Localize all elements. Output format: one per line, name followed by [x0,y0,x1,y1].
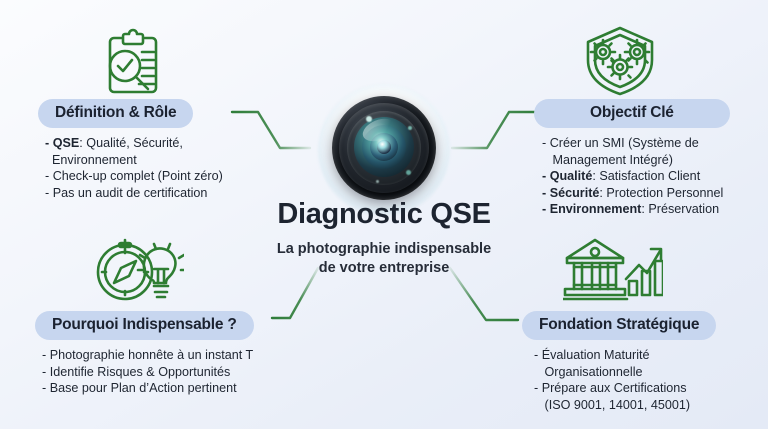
page-title: Diagnostic QSE [277,198,491,230]
quadrant-fondation: Fondation Stratégique - Évaluation Matur… [522,311,717,413]
list-item: Organisationnelle [534,364,643,379]
bullet-list-definition: - QSE: Qualité, Sécurité, Environnement … [45,135,223,201]
bullet-list-objectif: - Créer un SMI (Système de Management In… [542,135,730,218]
quadrant-title-definition[interactable]: Définition & Rôle [38,99,194,128]
bullet-lead: - Environnement [542,202,642,216]
list-item: - Photographie honnête à un instant T [42,348,254,362]
bullet-lead: - QSE [45,136,80,150]
list-item: - Check-up complet (Point zéro) [45,169,223,183]
list-item: - Qualité: Satisfaction Client [542,168,730,185]
list-item: (ISO 9001, 14001, 45001) [534,397,691,412]
quadrant-title-objectif[interactable]: Objectif Clé [534,99,730,128]
quadrant-pourquoi: Pourquoi Indispensable ? - Photographie … [35,311,254,397]
quadrant-title-pourquoi[interactable]: Pourquoi Indispensable ? [35,311,254,340]
camera-lens-icon [318,84,450,216]
lens-sparkle [408,126,412,130]
list-item: - Prépare aux Certifications [534,381,687,395]
bullet-list-fondation: - Évaluation Maturité Organisationnelle … [534,347,716,413]
list-item: Management Intégré) [542,152,673,167]
page-subtitle: La photographie indispensable de votre e… [234,240,534,278]
compass-lightbulb-icon [96,238,184,301]
bullet-text: : Satisfaction Client [592,169,701,183]
lens-ring-6 [377,140,391,154]
lens-sparkle [376,180,379,183]
shield-gears-icon [586,26,654,96]
list-item: - Identifie Risques & Opportunités [42,364,231,379]
page-subtitle-line-2: de votre entreprise [318,260,450,276]
bullet-text: : Préservation [641,202,720,216]
connector-top-left [230,110,312,150]
quadrant-objectif: Objectif Clé - Créer un SMI (Système de … [534,99,730,218]
lens-sparkle [406,170,411,175]
list-item: - Créer un SMI (Système de [542,136,699,150]
bullet-list-pourquoi: - Photographie honnête à un instant T - … [42,347,254,397]
list-item: Environnement [45,152,137,167]
bullet-text: : Qualité, Sécurité, [79,136,183,150]
list-item: - QSE: Qualité, Sécurité, [45,135,223,152]
list-item: - Base pour Plan d’Action pertinent [42,381,237,395]
list-item: - Pas un audit de certification [45,185,208,200]
bullet-lead: - Sécurité [542,185,600,200]
bank-growth-chart-icon [563,238,663,301]
page-subtitle-line-1: La photographie indispensable [276,241,492,257]
clipboard-magnifier-check-icon [108,28,158,94]
bullet-text: : Protection Personnel [599,185,724,200]
lens-sparkle [366,116,372,122]
connector-top-right [450,110,542,150]
quadrant-title-fondation[interactable]: Fondation Stratégique [522,311,717,340]
quadrant-definition: Définition & Rôle - QSE: Qualité, Sécuri… [38,99,223,201]
lens-body [332,96,436,200]
bullet-lead: - Qualité [542,169,593,183]
list-item: - Environnement: Préservation [542,201,730,218]
list-item: - Sécurité: Protection Personnel [542,185,730,202]
list-item: - Évaluation Maturité [534,348,650,362]
